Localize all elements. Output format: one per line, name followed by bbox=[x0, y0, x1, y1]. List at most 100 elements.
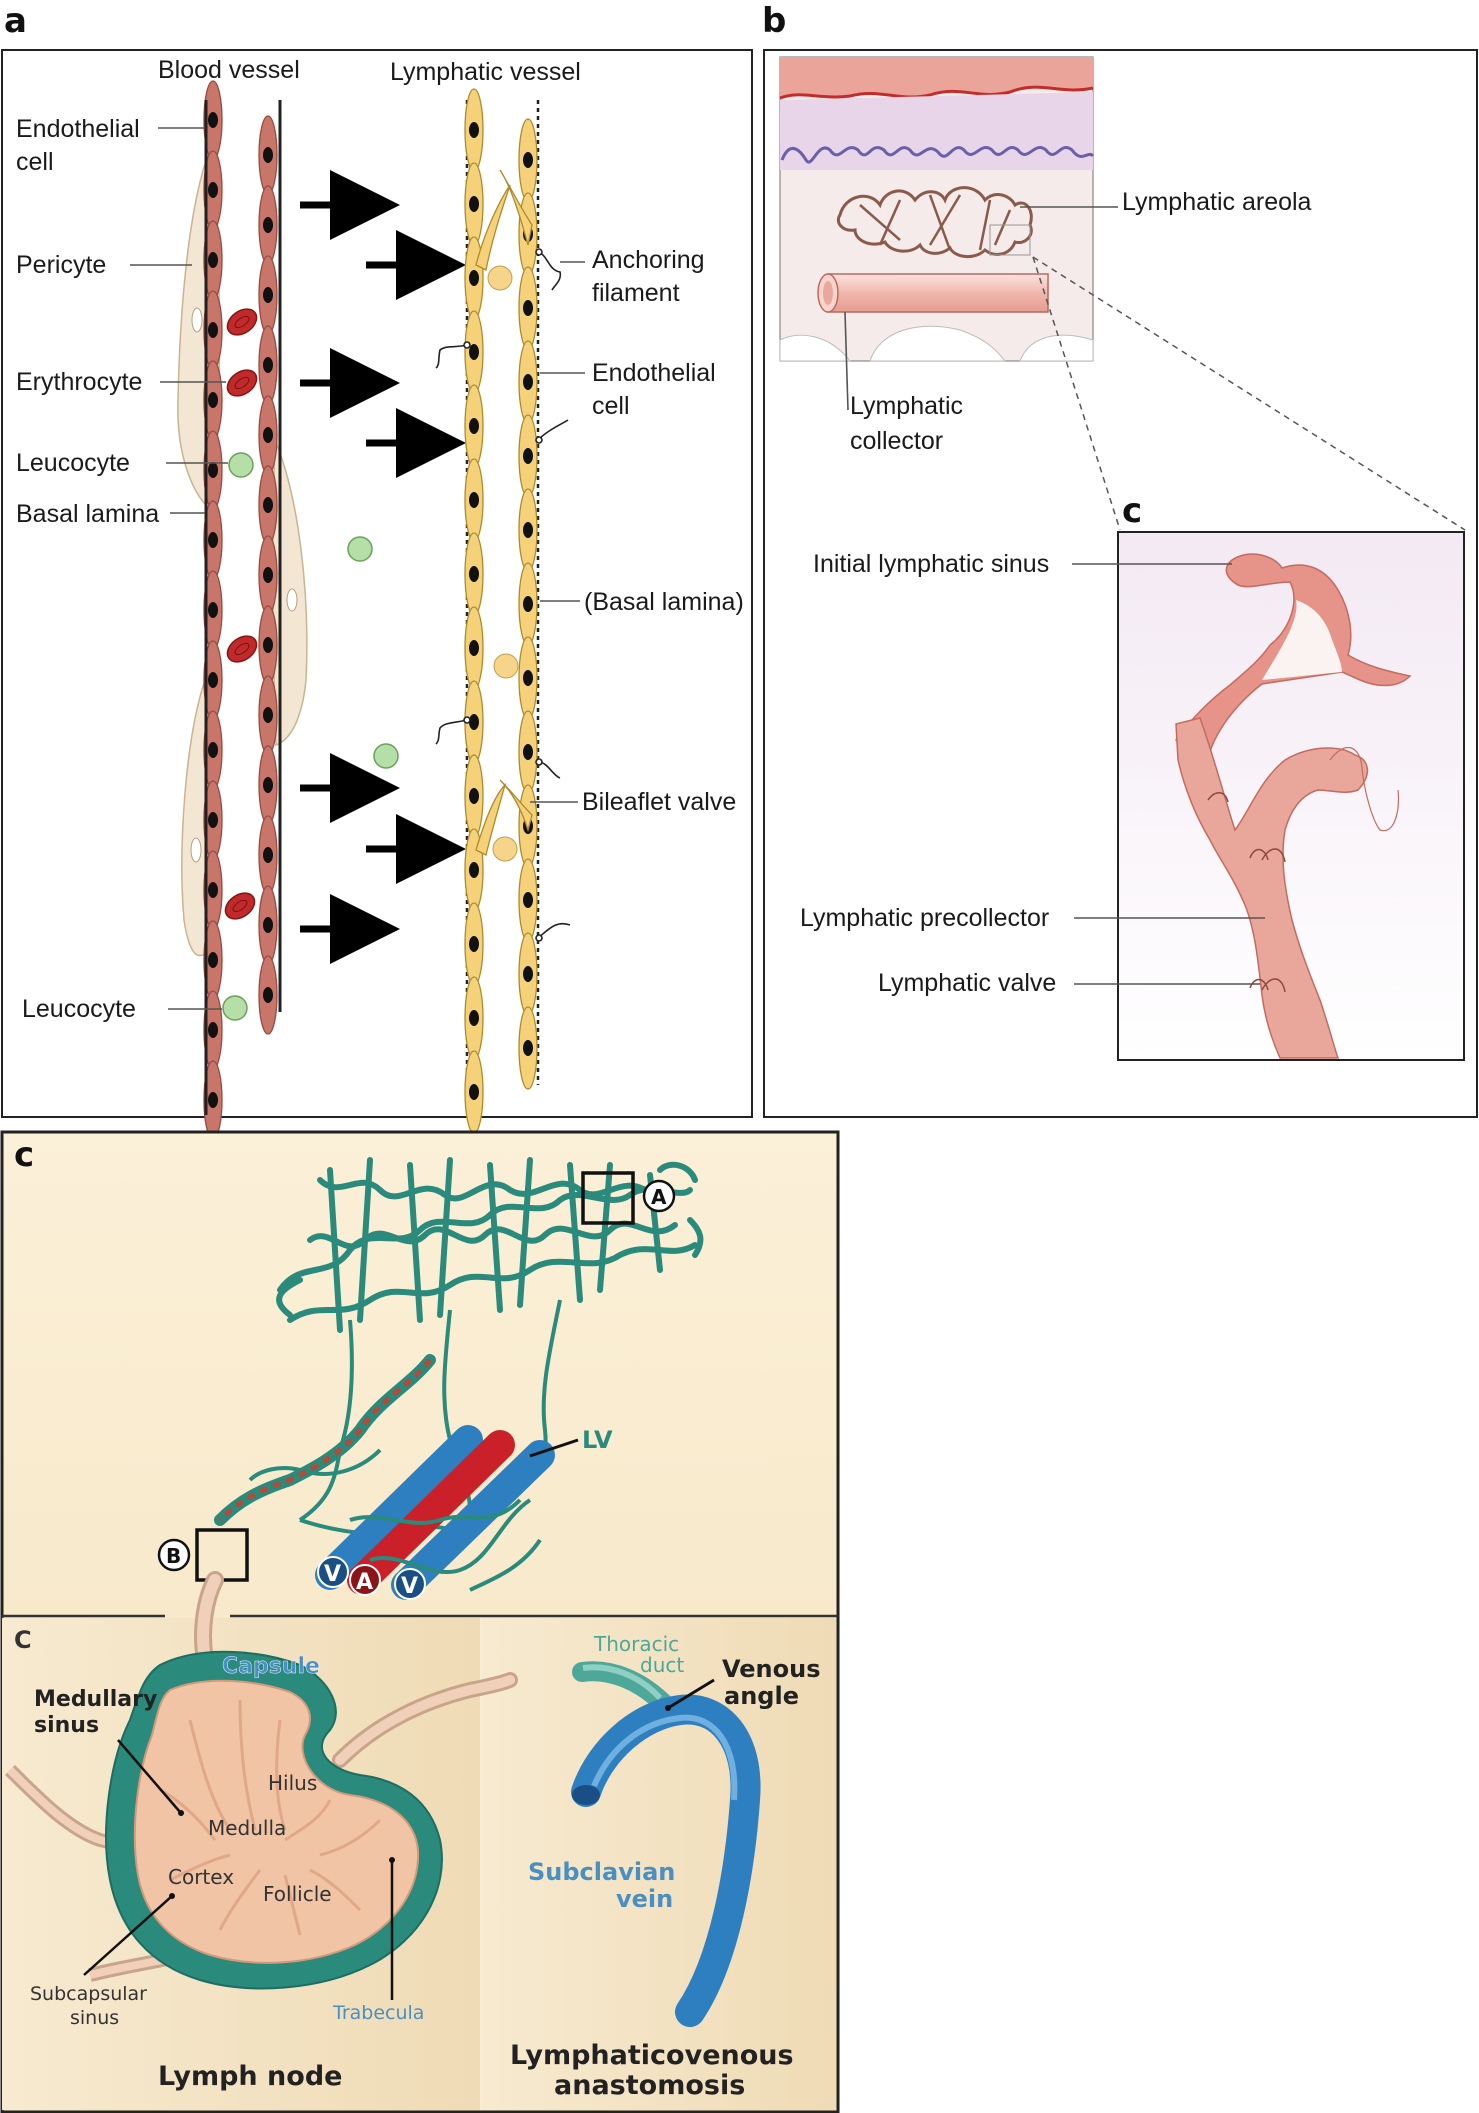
label-lv: LV bbox=[582, 1426, 613, 1454]
label-lymphatic-areola: Lymphatic areola bbox=[1122, 188, 1312, 216]
label-subclavian-vein-b: vein bbox=[616, 1885, 673, 1913]
blood-vessel-right-wall bbox=[258, 115, 278, 1035]
label-lymphaticovenous-a: Lymphaticovenous bbox=[510, 2040, 794, 2071]
label-leucocyte-bottom: Leucocyte bbox=[22, 995, 136, 1023]
erythrocyte bbox=[226, 308, 258, 336]
cell-nucleus bbox=[469, 936, 479, 952]
cell-nucleus bbox=[263, 567, 273, 583]
cell-nucleus bbox=[208, 112, 218, 128]
cell-nucleus bbox=[523, 374, 533, 390]
anchoring-filaments bbox=[435, 248, 571, 942]
cell-nucleus bbox=[208, 532, 218, 548]
marker-a-box bbox=[581, 1171, 635, 1225]
marker-a-circle bbox=[642, 1179, 676, 1213]
cell-nucleus bbox=[523, 152, 533, 168]
cell-nucleus bbox=[469, 344, 479, 360]
label-venous-angle-a: Venous bbox=[722, 1655, 820, 1683]
vein-upper bbox=[315, 1425, 483, 1590]
label-follicle: Follicle bbox=[263, 1882, 332, 1906]
cell-nucleus bbox=[469, 1084, 479, 1100]
panel-a: a Blood vessel Lymphatic vessel bbox=[1, 1, 753, 1140]
marker-a-text: A bbox=[651, 1185, 667, 1209]
lymph-vessel-right-wall bbox=[518, 118, 538, 1090]
cell-nucleus bbox=[208, 182, 218, 198]
subclavian-vein bbox=[571, 1694, 761, 2027]
label-medullary-sinus-b: sinus bbox=[34, 1713, 99, 1738]
cell-nucleus bbox=[263, 637, 273, 653]
label-vein-v1: V bbox=[324, 1562, 341, 1587]
leucocyte bbox=[347, 536, 373, 562]
cell-nucleus bbox=[469, 270, 479, 286]
panel-b-letter: b bbox=[762, 1, 786, 41]
label-lymph-endothelial-b: cell bbox=[592, 392, 630, 420]
label-subclavian-vein-a: Subclavian bbox=[528, 1858, 675, 1886]
lower-panel-letter: C bbox=[14, 1626, 32, 1654]
cell-nucleus bbox=[523, 522, 533, 538]
cell-nucleus bbox=[263, 217, 273, 233]
label-lymph-endothelial-a: Endothelial bbox=[592, 359, 716, 387]
skin-section bbox=[779, 56, 1095, 362]
lymph-node bbox=[5, 1571, 518, 1990]
cell-nucleus bbox=[208, 1022, 218, 1038]
panel-a-letter: a bbox=[4, 1, 27, 41]
lymphatic-collector-tube bbox=[827, 273, 1049, 313]
label-endothelial-cell-a: Endothelial bbox=[16, 115, 140, 143]
label-trabecula: Trabecula bbox=[332, 2002, 424, 2024]
inset-c-letter: c bbox=[1122, 491, 1142, 531]
label-cortex: Cortex bbox=[168, 1865, 234, 1889]
leucocyte-in-lymph bbox=[492, 836, 518, 862]
cell-nucleus bbox=[523, 892, 533, 908]
leucocyte bbox=[222, 995, 248, 1021]
cell-nucleus bbox=[263, 707, 273, 723]
panel-c: c bbox=[0, 1130, 840, 2113]
label-vein-v2: V bbox=[401, 1574, 418, 1599]
cell-nucleus bbox=[469, 196, 479, 212]
cell-nucleus bbox=[208, 322, 218, 338]
cell-nucleus bbox=[263, 847, 273, 863]
bileaflet-valve-leaflet bbox=[475, 184, 511, 271]
label-thoracic-duct-b: duct bbox=[640, 1653, 684, 1677]
label-lymphatic-precollector: Lymphatic precollector bbox=[800, 904, 1049, 932]
cell-nucleus bbox=[208, 812, 218, 828]
label-initial-lymphatic-sinus: Initial lymphatic sinus bbox=[813, 550, 1049, 578]
label-bileaflet-valve: Bileaflet valve bbox=[582, 788, 736, 816]
label-medullary-sinus-a: Medullary bbox=[34, 1687, 157, 1712]
cell-nucleus bbox=[208, 462, 218, 478]
label-leucocyte-top: Leucocyte bbox=[16, 449, 130, 477]
cell-nucleus bbox=[523, 448, 533, 464]
cell-nucleus bbox=[469, 418, 479, 434]
cell-nucleus bbox=[469, 566, 479, 582]
label-anchoring-filament-b: filament bbox=[592, 279, 680, 307]
erythrocyte bbox=[226, 369, 258, 397]
panel-b: b Lymphatic areola Lymphatic collector bbox=[762, 1, 1478, 1118]
cell-nucleus bbox=[469, 1010, 479, 1026]
cell-nucleus bbox=[469, 492, 479, 508]
erythrocyte bbox=[226, 635, 258, 663]
cell-nucleus bbox=[208, 742, 218, 758]
lymphatic-areola-network bbox=[836, 186, 1033, 258]
label-erythrocyte: Erythrocyte bbox=[16, 368, 142, 396]
lymphaticovenous-anastomosis bbox=[571, 1661, 761, 2027]
cell-nucleus bbox=[263, 357, 273, 373]
cell-nucleus bbox=[263, 147, 273, 163]
label-lymphatic-collector-a: Lymphatic bbox=[850, 392, 963, 420]
blood-vessel-left-wall bbox=[203, 80, 223, 1140]
cell-nucleus bbox=[208, 1092, 218, 1108]
label-capsule: Capsule bbox=[222, 1654, 320, 1679]
leucocyte bbox=[228, 452, 254, 478]
cell-nucleus bbox=[523, 1040, 533, 1056]
label-lymphaticovenous-b: anastomosis bbox=[554, 2070, 745, 2101]
label-medulla: Medulla bbox=[208, 1816, 286, 1840]
label-venous-angle-b: angle bbox=[724, 1682, 799, 1710]
cell-nucleus bbox=[469, 122, 479, 138]
cell-nucleus bbox=[263, 777, 273, 793]
leucocyte bbox=[373, 743, 399, 769]
label-anchoring-filament-a: Anchoring bbox=[592, 246, 705, 274]
bileaflet-valve-leaflet bbox=[499, 169, 533, 246]
cell-nucleus bbox=[263, 427, 273, 443]
panel-c-letter: c bbox=[14, 1135, 34, 1175]
label-hilus: Hilus bbox=[268, 1771, 317, 1795]
leucocyte-in-lymph bbox=[493, 653, 519, 679]
cell-nucleus bbox=[523, 300, 533, 316]
cell-nucleus bbox=[208, 252, 218, 268]
